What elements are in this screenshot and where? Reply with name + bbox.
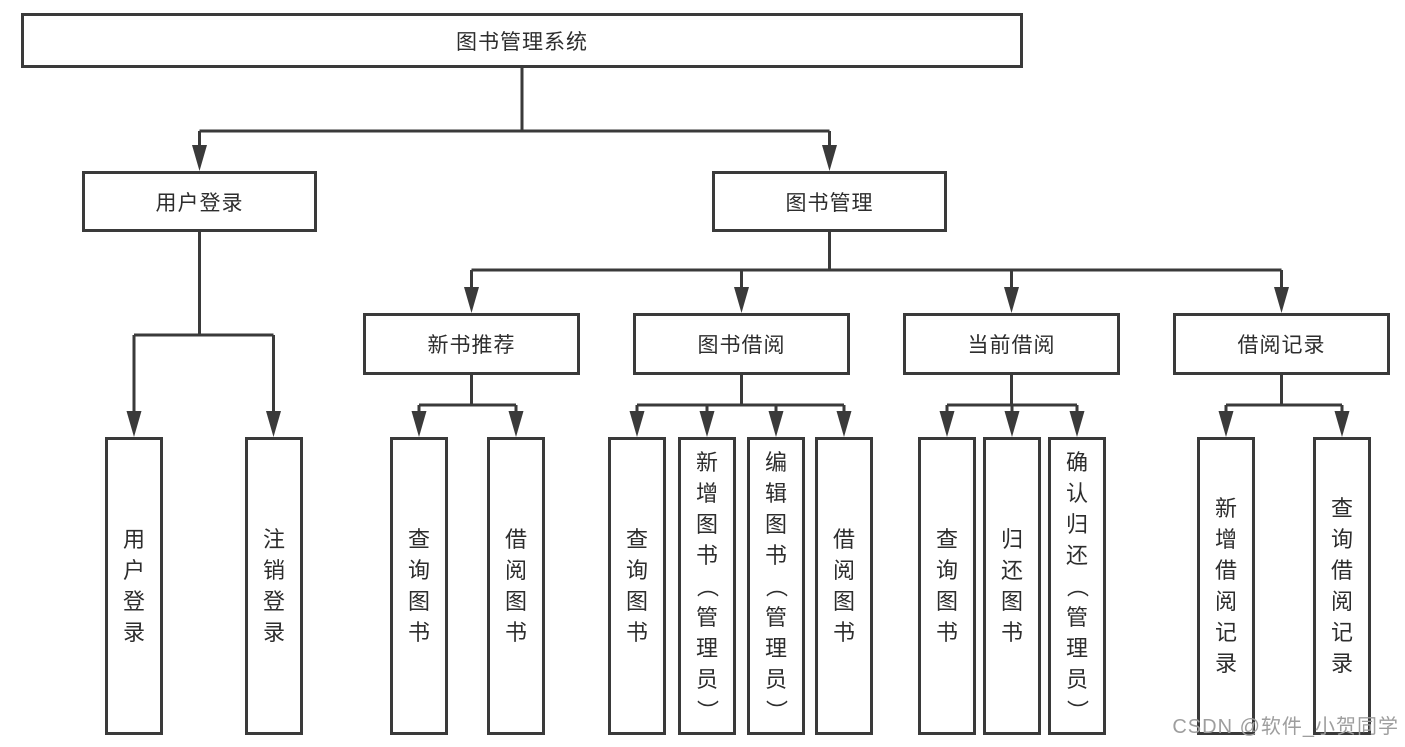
arrowhead (1218, 411, 1234, 437)
leaf-newbook-query: 查询图书 (390, 437, 448, 735)
leaf-records-query-label: 查询借阅记录 (1330, 496, 1353, 676)
leaf-borrow-edit: 编辑图书（管理员） (747, 437, 805, 735)
leaf-current-return-label: 归还图书 (1000, 527, 1023, 645)
connector (635, 375, 846, 416)
arrowhead (822, 145, 837, 171)
node-borrow-records-label: 借阅记录 (1237, 334, 1326, 357)
node-book-borrow-label: 图书借阅 (697, 334, 786, 357)
leaf-borrow-add-label: 新增图书（管理员） (694, 449, 720, 722)
leaf-current-query: 查询图书 (918, 437, 976, 735)
node-root-label: 图书管理系统 (456, 30, 588, 54)
leaf-borrow-borrow-label: 借阅图书 (832, 527, 855, 645)
leaf-records-add-label: 新增借阅记录 (1214, 496, 1237, 676)
leaf-logout-label: 注销登录 (262, 527, 285, 645)
node-user-login: 用户登录 (82, 171, 317, 232)
leaf-borrow-edit-label: 编辑图书（管理员） (763, 449, 789, 722)
leaf-current-confirm: 确认归还（管理员） (1048, 437, 1106, 735)
arrowhead (1004, 411, 1020, 437)
arrowhead (266, 411, 281, 437)
arrowhead (1334, 411, 1350, 437)
connector (198, 68, 831, 150)
arrowhead (939, 411, 955, 437)
arrowhead (768, 411, 784, 437)
arrowhead (411, 411, 427, 437)
connector (417, 375, 518, 416)
leaf-current-return: 归还图书 (983, 437, 1041, 735)
node-current-borrow: 当前借阅 (903, 313, 1120, 375)
leaf-newbook-borrow-label: 借阅图书 (504, 527, 527, 645)
connector (945, 375, 1079, 416)
leaf-user-login-label: 用户登录 (122, 527, 145, 645)
arrowhead (508, 411, 524, 437)
arrowhead (1274, 287, 1289, 313)
leaf-current-query-label: 查询图书 (935, 527, 958, 645)
leaf-logout: 注销登录 (245, 437, 303, 735)
arrowhead (1004, 287, 1019, 313)
node-user-login-label: 用户登录 (155, 191, 244, 215)
node-new-book-recommend: 新书推荐 (363, 313, 580, 375)
arrowhead (464, 287, 479, 313)
node-book-management: 图书管理 (712, 171, 947, 232)
connector (132, 232, 275, 416)
leaf-newbook-query-label: 查询图书 (407, 527, 430, 645)
node-book-borrow: 图书借阅 (633, 313, 850, 375)
connector (1224, 375, 1344, 416)
leaf-user-login: 用户登录 (105, 437, 163, 735)
leaf-records-query: 查询借阅记录 (1313, 437, 1371, 735)
leaf-newbook-borrow: 借阅图书 (487, 437, 545, 735)
arrowhead (192, 145, 207, 171)
leaf-records-add: 新增借阅记录 (1197, 437, 1255, 735)
leaf-borrow-add: 新增图书（管理员） (678, 437, 736, 735)
node-new-book-recommend-label: 新书推荐 (427, 334, 516, 357)
node-borrow-records: 借阅记录 (1173, 313, 1390, 375)
arrowhead (836, 411, 852, 437)
arrowhead (1069, 411, 1085, 437)
arrowhead (629, 411, 645, 437)
leaf-borrow-borrow: 借阅图书 (815, 437, 873, 735)
node-root: 图书管理系统 (21, 13, 1023, 68)
node-current-borrow-label: 当前借阅 (967, 334, 1056, 357)
leaf-current-confirm-label: 确认归还（管理员） (1064, 449, 1090, 722)
leaf-borrow-query: 查询图书 (608, 437, 666, 735)
arrowhead (699, 411, 715, 437)
arrowhead (734, 287, 749, 313)
leaf-borrow-query-label: 查询图书 (625, 527, 648, 645)
arrowhead (126, 411, 142, 437)
node-book-management-label: 图书管理 (785, 191, 874, 215)
connector (470, 232, 1283, 292)
watermark: CSDN @软件_小贺同学 (1172, 716, 1399, 738)
